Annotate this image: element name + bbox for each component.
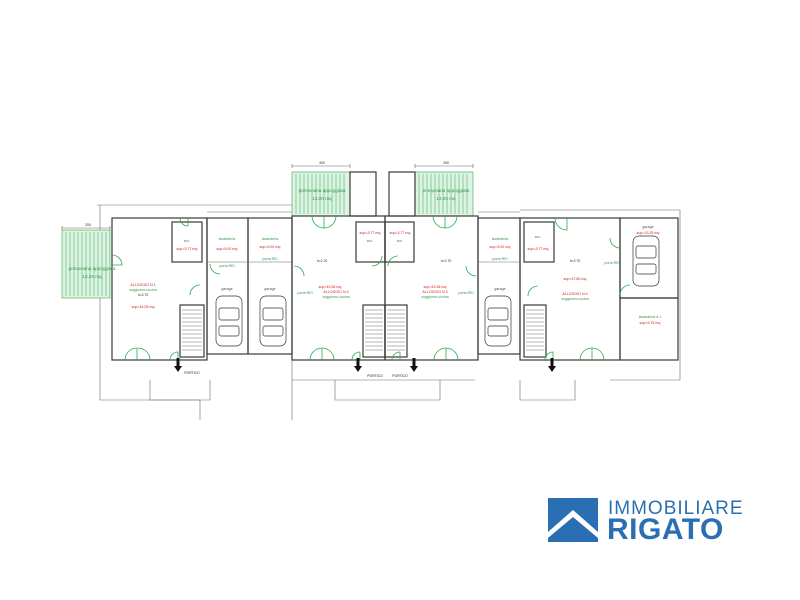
laundry-3-area: sup=5.92 mq [490, 245, 511, 249]
porch-1-label: PORTICO [184, 371, 200, 375]
unit-1-name: ALLOGGIO N.1 [130, 283, 155, 287]
rei-door-4: porta REI [458, 291, 473, 295]
wc-4-label: w.c. [535, 235, 541, 239]
unit-1-area: sup=44.05 mq [132, 305, 155, 309]
pergola-mid-right-area: 13,20 mq [436, 196, 456, 201]
site-outline [97, 204, 681, 420]
wc-4-area: sup=3.77 mq [528, 247, 549, 251]
laundry-2-label: lavanderia [262, 237, 279, 241]
laundry-right-area: sup=5.75 mq [640, 321, 661, 325]
unit-3-name: ALLOGGIO N.3 [422, 290, 447, 294]
garage-right-label: garage [642, 225, 653, 229]
dim-400a: 400 [319, 161, 325, 165]
pergola-left-area: 13,20 mq [82, 274, 102, 279]
unit-2-use: soggiorno-cucina [322, 295, 349, 299]
unit-3-area: sup=43.36 mq [424, 285, 447, 289]
car-3 [484, 295, 512, 347]
entry-arrow-4 [548, 358, 556, 372]
rei-door-3: porta REI [297, 291, 312, 295]
wc-3-area: sup=3.77 mq [390, 231, 411, 235]
wc-3-label: w.c. [397, 239, 403, 243]
porch-3-label: PORTICO [392, 374, 408, 378]
wc-2-area: sup=3.77 mq [360, 231, 381, 235]
unit-1-use: soggiorno-cucina [129, 288, 156, 292]
car-4 [632, 235, 660, 287]
house-logo-icon [548, 498, 598, 542]
entry-arrow-1 [174, 358, 182, 372]
logo-text-immobiliare: IMMOBILIARE [608, 498, 744, 519]
stairs [182, 309, 544, 351]
dim-200: 200 [85, 223, 91, 227]
wc-1-label: w.c. [184, 239, 190, 243]
unit-4-name: ALLOGGIO N.4 [562, 292, 587, 296]
entry-arrow-2 [354, 358, 362, 372]
pergola-mid-left-label: pompeiana appoggiata [299, 188, 346, 193]
garage-1-label: garage [221, 287, 232, 291]
rei-door-2: porta REI [262, 257, 277, 261]
dim-400b: 400 [443, 161, 449, 165]
height-4: h=2.70 [570, 259, 581, 263]
laundry-1-area: sup=5.92 mq [217, 247, 238, 251]
laundry-3-label: lavanderia [492, 237, 509, 241]
cars [215, 235, 660, 347]
entry-arrows [174, 358, 556, 372]
height-1: h=2.70 [138, 293, 149, 297]
wc-2-label: w.c. [367, 239, 373, 243]
garage-right-area: sup=15.35 mq [637, 231, 660, 235]
plan-labels: pompeiana appoggiata 13,20 mq pompeiana … [69, 161, 662, 378]
wc-1-area: sup=3.77 mq [177, 247, 198, 251]
unit-2-name: ALLOGGIO N.2 [323, 290, 348, 294]
pergola-left [61, 226, 111, 299]
pergola-mid-left-area: 13,20 mq [312, 196, 332, 201]
height-2: h=2.70 [317, 259, 328, 263]
garage-3-label: garage [494, 287, 505, 291]
entry-arrow-3 [410, 358, 418, 372]
car-1 [215, 295, 243, 347]
pergola-top-left [291, 164, 377, 217]
building-walls [111, 209, 679, 361]
unit-3-use: soggiorno-cucina [421, 295, 448, 299]
rei-door-6: porta REI [604, 261, 619, 265]
pergola-mid-right-label: pompeiana appoggiata [423, 188, 470, 193]
porch-2-label: PORTICO [367, 374, 383, 378]
unit-4-area: sup=47.80 mq [564, 277, 587, 281]
rei-door-5: porta REI [492, 257, 507, 261]
rei-door-1: porta REI [219, 264, 234, 268]
brand-logo: IMMOBILIARE RIGATO [548, 498, 748, 546]
height-3: h=2.70 [441, 259, 452, 263]
laundry-right-label: lavanderia d.1 [639, 315, 662, 319]
logo-text-rigato: RIGATO [607, 513, 724, 546]
unit-2-area: sup=43.36 mq [319, 285, 342, 289]
garage-2-label: garage [264, 287, 275, 291]
laundry-1-label: lavanderia [219, 237, 236, 241]
car-2 [259, 295, 287, 347]
unit-4-use: soggiorno-cucina [561, 297, 588, 301]
doors-windows [111, 215, 631, 361]
pergola-top-right [388, 164, 474, 217]
laundry-2-area: sup=5.92 mq [260, 245, 281, 249]
pergola-left-label: pompeiana appoggiata [69, 266, 116, 271]
